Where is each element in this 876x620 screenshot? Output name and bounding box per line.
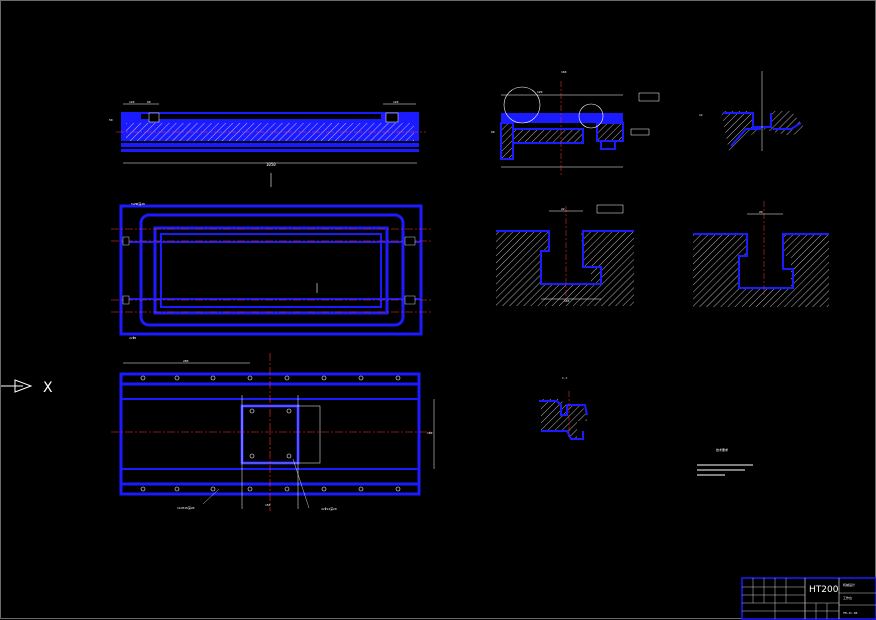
axis-arrow-icon <box>14 379 33 393</box>
dim-bottom-height: 180 <box>427 431 433 435</box>
title-part: 工作台 <box>843 595 852 600</box>
plan-view: 5×M8深20 4×Φ8 <box>111 201 431 340</box>
notes-heading: 技术要求 <box>716 447 728 452</box>
title-drawing-no: YM-JC-05 <box>843 611 858 615</box>
dim-front-right: 120 <box>393 100 399 104</box>
section-view-a: 22 105 <box>496 204 634 306</box>
material-label: HT200 <box>809 585 839 595</box>
axis-label: X <box>43 380 53 396</box>
section-view-c: C-C <box>539 376 588 440</box>
dim-bottom-pocket: 150 <box>265 503 271 507</box>
front-view: 1050 120 60 50 120 <box>109 100 426 187</box>
section-view-b: 20 <box>693 201 829 307</box>
dim-tslot-c: 105 <box>564 299 570 303</box>
dim-plan-a: 5×M8深20 <box>131 201 145 206</box>
dim-front-overall: 1050 <box>266 162 276 167</box>
title-company: 机械设计 <box>843 582 855 587</box>
axis-marker: X <box>1 379 53 396</box>
dim-front-left-a: 120 <box>129 100 135 104</box>
dim-plan-b: 4×Φ8 <box>129 336 136 340</box>
bottom-view: 280 150 180 14×M10深20 4×Φ12深20 <box>111 353 435 511</box>
dim-front-height: 50 <box>109 118 113 122</box>
dim-tslot-a: 12 <box>699 113 703 117</box>
dim-sec-top: 160 <box>561 70 567 74</box>
dim-bottom-width: 280 <box>183 359 189 363</box>
dim-bottom-holes-b: 4×Φ12深20 <box>321 506 337 511</box>
tslot-detail-view: 12 <box>699 71 806 151</box>
technical-notes: 技术要求 <box>697 447 753 476</box>
dim-front-left-b: 60 <box>147 100 151 104</box>
title-block: HT200 机械设计 工作台 YM-JC-05 <box>741 577 876 620</box>
dim-bottom-holes: 14×M10深20 <box>177 505 195 510</box>
dim-sec-depth: 60 <box>491 130 495 134</box>
dim-tslot-b: 22 <box>561 207 565 211</box>
side-section-view: 160 120 60 <box>491 70 660 176</box>
dim-tslot-d: 20 <box>759 210 763 214</box>
dim-sec-width: 120 <box>537 90 543 94</box>
section-label-cc: C-C <box>562 376 568 380</box>
